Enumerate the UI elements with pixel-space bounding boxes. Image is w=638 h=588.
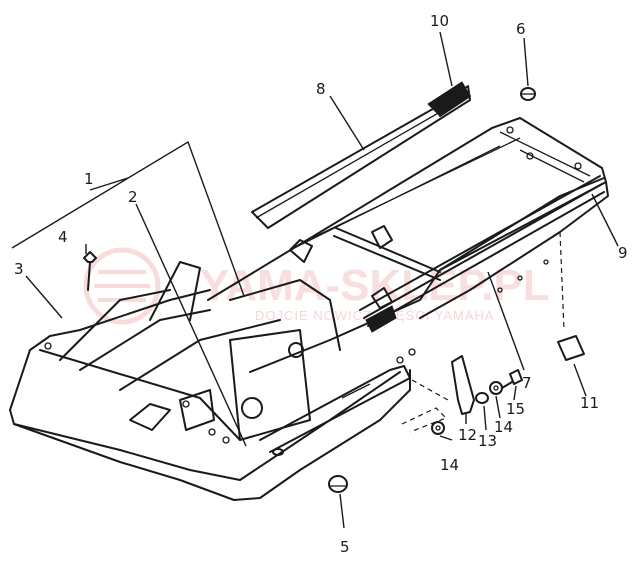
watermark: YAMA-SKLEP.PL DOJCIE NOWICZ CZĘŚCI YAMAH…: [83, 247, 550, 325]
part-label-5: 5: [340, 538, 350, 556]
frame-body: [9, 117, 609, 501]
washer-part-14-upper: [489, 381, 503, 395]
part-label-7: 7: [522, 374, 532, 392]
part-label-6: 6: [516, 20, 526, 38]
bolt-part: [83, 251, 97, 291]
part-label-4: 4: [58, 228, 68, 246]
part-label-14-upper: 14: [494, 418, 513, 436]
watermark-logo-icon: [83, 247, 161, 325]
part-label-15: 15: [506, 400, 525, 418]
part-label-8: 8: [316, 80, 326, 98]
part-label-14-lower: 14: [440, 456, 459, 474]
cap-plug-part-6: [520, 87, 536, 101]
part-label-1: 1: [84, 170, 94, 188]
bolt-part-15: [501, 369, 523, 389]
side-rail-part: [251, 85, 471, 229]
part-label-2: 2: [128, 188, 138, 206]
dashed-assembly-line: [401, 407, 448, 433]
decal-strip-part: [427, 81, 471, 117]
washer-part-13: [475, 392, 489, 404]
cap-plug-part-5: [328, 475, 348, 493]
dashed-assembly-line: [411, 379, 449, 401]
part-label-9: 9: [618, 244, 628, 262]
part-label-10: 10: [430, 12, 449, 30]
washer-part-14-lower: [431, 421, 445, 435]
dashed-assembly-line: [559, 231, 565, 331]
part-label-3: 3: [14, 260, 24, 278]
part-label-12: 12: [458, 426, 477, 444]
part-label-13: 13: [478, 432, 497, 450]
leader-lines: [11, 31, 619, 529]
part-label-11: 11: [580, 394, 599, 412]
stay-bracket-part-12: [451, 355, 475, 415]
plate-part-11: [557, 335, 585, 361]
